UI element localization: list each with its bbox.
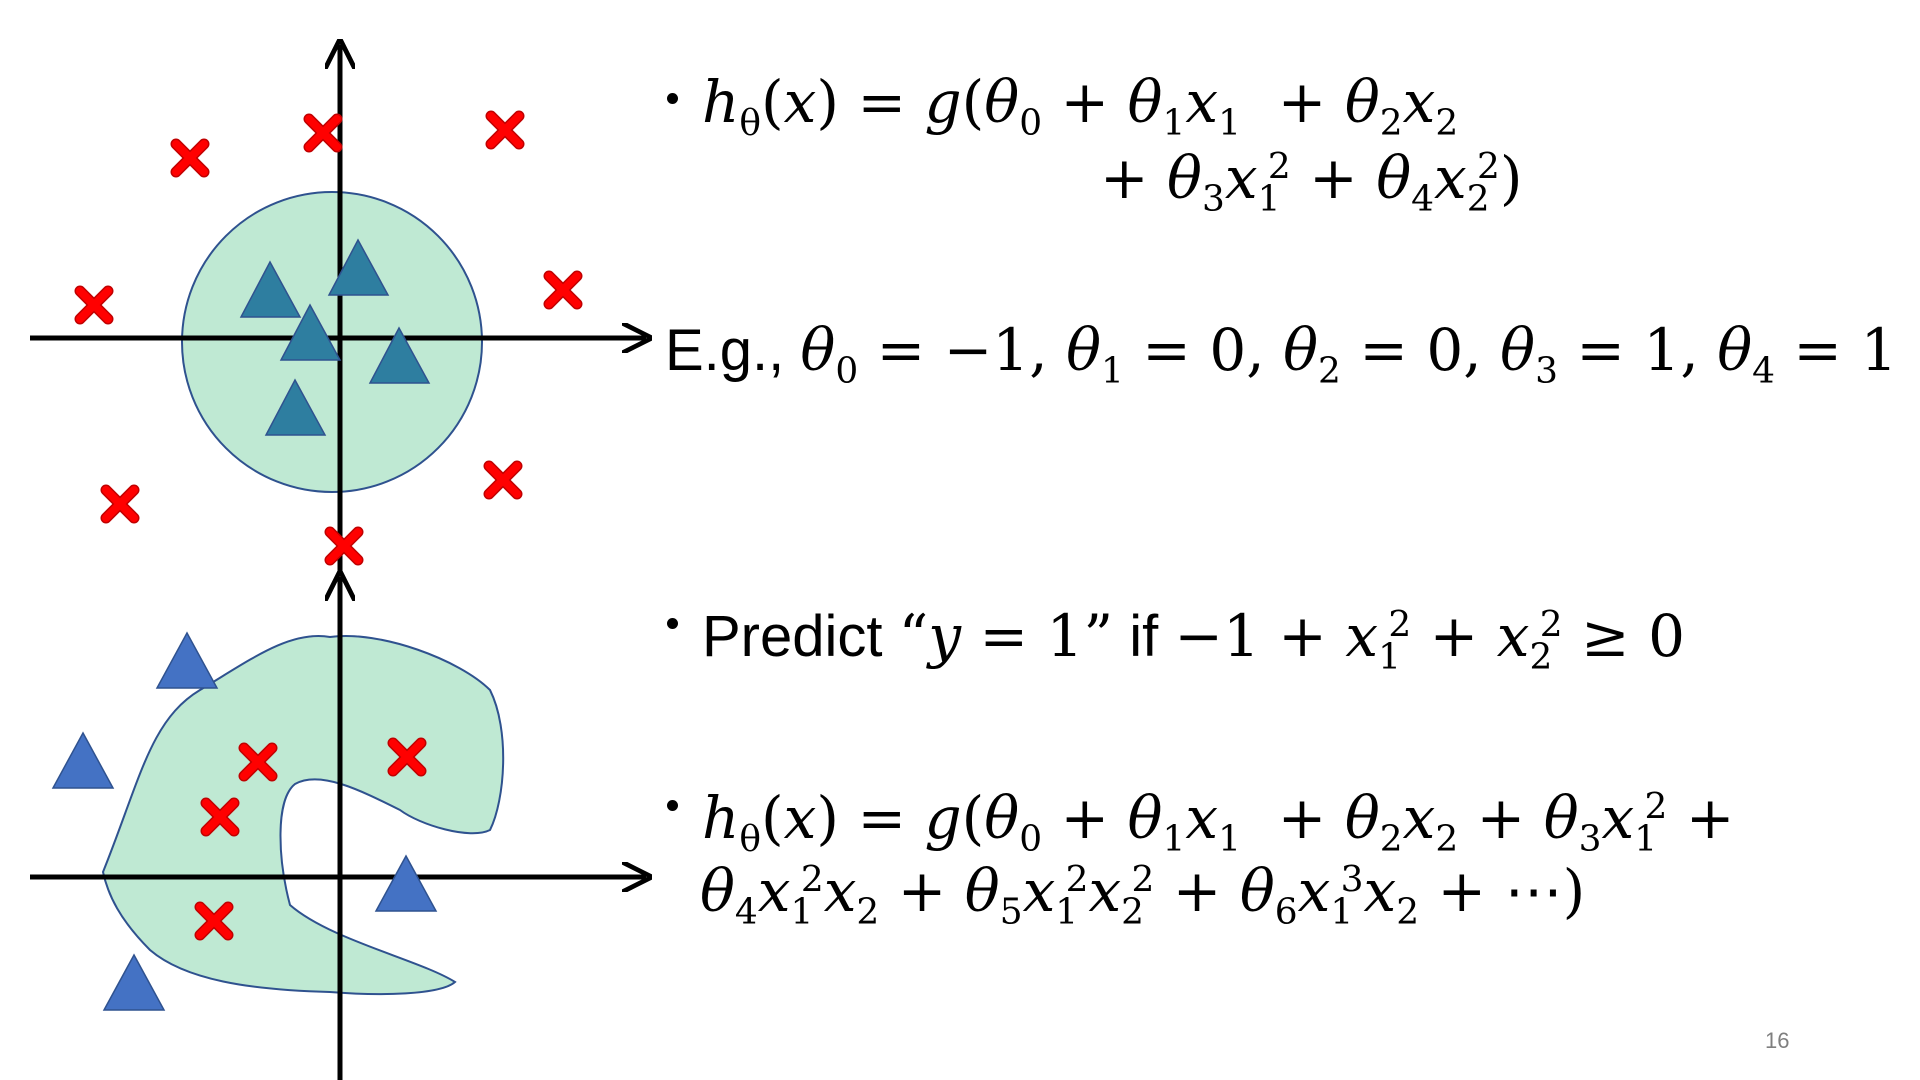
complex-decision-region [101,635,505,996]
hypothesis-2-line-2: θ4x12x2 + θ5x12x22 + θ6x13x2 + ⋯) [700,856,1586,933]
triangle-marker-icon [102,953,166,1011]
cross-marker-icon [330,532,358,560]
cross-marker-icon [549,276,577,304]
triangle-marker-icon [368,326,431,384]
triangle-marker-icon [51,731,115,789]
bottom-diagram [30,577,646,1080]
top-diagram [30,45,646,572]
bullet-icon [667,93,678,104]
decision-boundary-circle [181,191,483,493]
cross-marker-icon [80,291,108,319]
cross-marker-icon [489,466,517,494]
cross-marker-icon [106,490,134,518]
predict-if: if [1129,603,1159,669]
page-number: 16 [1765,1028,1790,1053]
hypothesis-1-line-1: hθ(x) = g(θ0 + θ1x1 + θ2x2 [702,68,1459,144]
example-params: E.g., θ0 = −1, θ1 = 0, θ2 = 0, θ3 = 1, θ… [665,316,1898,392]
bullet-icon [667,800,678,811]
triangle-marker-icon [374,854,438,912]
cross-marker-icon [309,119,337,147]
triangle-marker-icon [239,260,302,318]
cross-marker-icon [491,116,519,144]
predict-rule: Predict “y = 1” if −1 + x12 + x22 ≥ 0 [702,601,1685,678]
bullet-icon [667,618,678,629]
triangle-marker-icon [279,303,342,361]
cross-marker-icon [176,144,204,172]
triangle-marker-icon [327,238,390,296]
triangle-marker-icon [264,378,327,436]
predict-label: Predict [702,603,883,669]
triangle-marker-icon [155,631,219,689]
hypothesis-1-line-2: + θ3x12 + θ4x22) [1100,143,1523,220]
example-prefix: E.g., [665,318,785,383]
hypothesis-2-line-1: hθ(x) = g(θ0 + θ1x1 + θ2x2 + θ3x12 + [702,783,1735,860]
